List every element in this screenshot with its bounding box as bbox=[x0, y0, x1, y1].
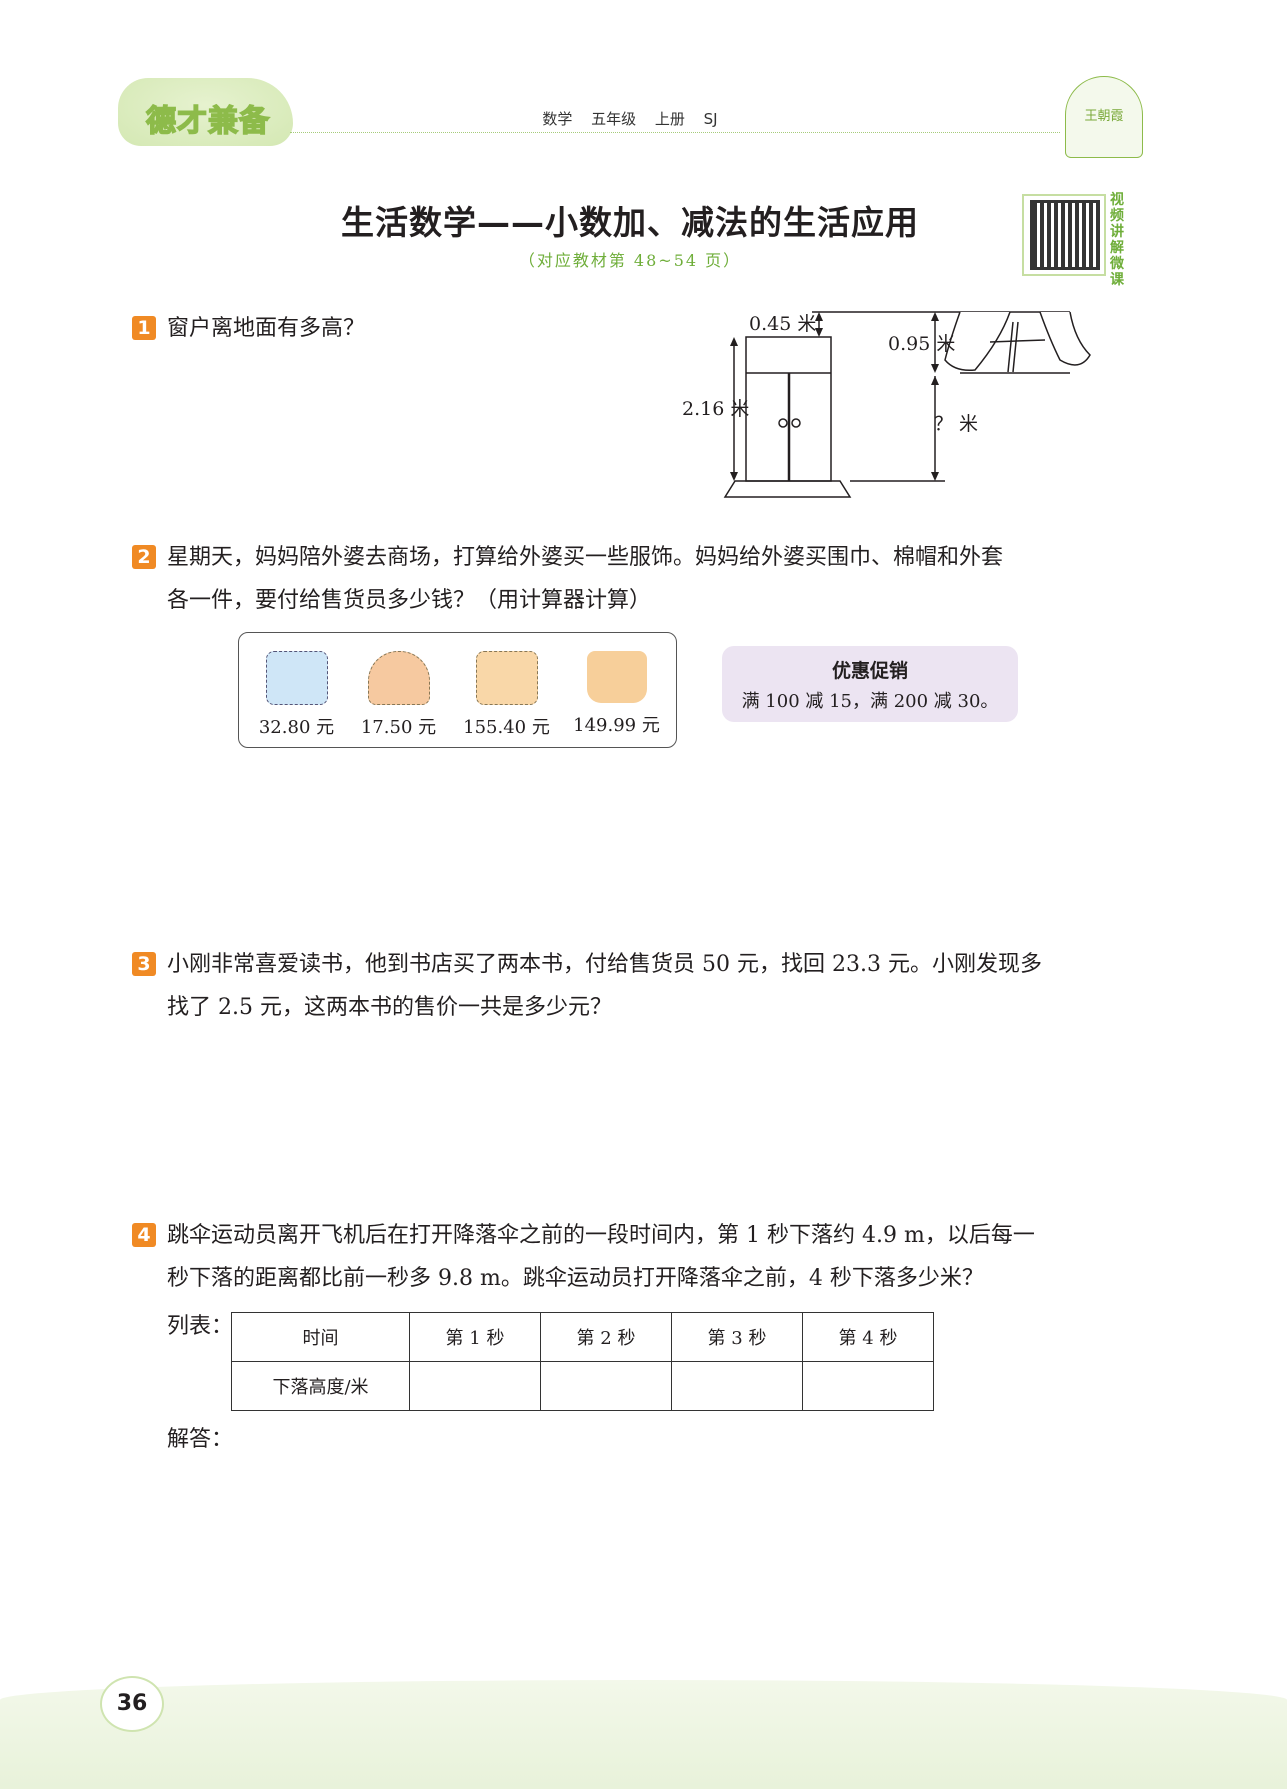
qr-frame bbox=[1022, 194, 1106, 276]
item-boots: 149.99 元 bbox=[564, 633, 669, 737]
qr-label: 视频讲解微课 bbox=[1110, 192, 1124, 288]
falling-distance-table: 时间 第 1 秒 第 2 秒 第 3 秒 第 4 秒 下落高度/米 bbox=[231, 1312, 934, 1411]
qr-code[interactable] bbox=[1030, 200, 1100, 270]
table-label: 列表： bbox=[167, 1314, 234, 1339]
page-number: 36 bbox=[100, 1676, 164, 1732]
page-subtitle: （对应教材第 48~54 页） bbox=[518, 251, 742, 270]
hat-icon bbox=[367, 651, 430, 705]
question-2-text: 星期天，妈妈陪外婆去商场，打算给外婆买一些服饰。妈妈给外婆买围巾、棉帽和外套 各… bbox=[167, 545, 1004, 613]
question-4-text: 跳伞运动员离开飞机后在打开降落伞之前的一段时间内，第 1 秒下落约 4.9 m，… bbox=[167, 1223, 1035, 1291]
item-scarf: 32.80 元 bbox=[244, 633, 349, 739]
header-subject: 数学 五年级 上册 SJ bbox=[542, 110, 718, 128]
question-number-3: 3 bbox=[132, 952, 156, 976]
page-title: 生活数学——小数加、减法的生活应用 bbox=[341, 203, 919, 242]
series-logo: 德才兼备 bbox=[118, 78, 293, 146]
header-divider bbox=[290, 132, 1060, 133]
label-window-height: 0.95 米 bbox=[888, 333, 955, 355]
label-cabinet-height: 2.16 米 bbox=[682, 398, 749, 420]
label-top-gap: 0.45 米 bbox=[749, 313, 816, 335]
item-hat: 17.50 元 bbox=[346, 633, 451, 739]
brand-badge: 王朝霞 bbox=[1065, 76, 1143, 158]
promotion-box: 优惠促销 满 100 减 15，满 200 减 30。 bbox=[722, 646, 1018, 722]
question-number-2: 2 bbox=[132, 545, 156, 569]
question-3-text: 小刚非常喜爱读书，他到书店买了两本书，付给售货员 50 元，找回 23.3 元。… bbox=[167, 952, 1042, 1020]
label-unknown-height: ？ 米 bbox=[934, 413, 978, 435]
answer-cell-4[interactable] bbox=[802, 1361, 934, 1411]
question-number-4: 4 bbox=[132, 1223, 156, 1247]
answer-cell-1[interactable] bbox=[409, 1361, 541, 1411]
question-1-text: 窗户离地面有多高？ bbox=[167, 316, 366, 341]
window-height-diagram: 0.45 米 2.16 米 0.95 米 ？ 米 bbox=[682, 311, 1091, 498]
clothing-items-box: 32.80 元 17.50 元 155.40 元 149.99 元 bbox=[238, 632, 677, 748]
answer-label: 解答： bbox=[167, 1427, 234, 1452]
boot-icon bbox=[586, 651, 647, 703]
scarf-icon bbox=[265, 651, 328, 705]
footer-band bbox=[0, 1680, 1287, 1789]
answer-cell-2[interactable] bbox=[540, 1361, 672, 1411]
question-number-1: 1 bbox=[132, 316, 156, 340]
item-coat: 155.40 元 bbox=[454, 633, 559, 739]
answer-cell-3[interactable] bbox=[671, 1361, 803, 1411]
coat-icon bbox=[475, 651, 538, 705]
